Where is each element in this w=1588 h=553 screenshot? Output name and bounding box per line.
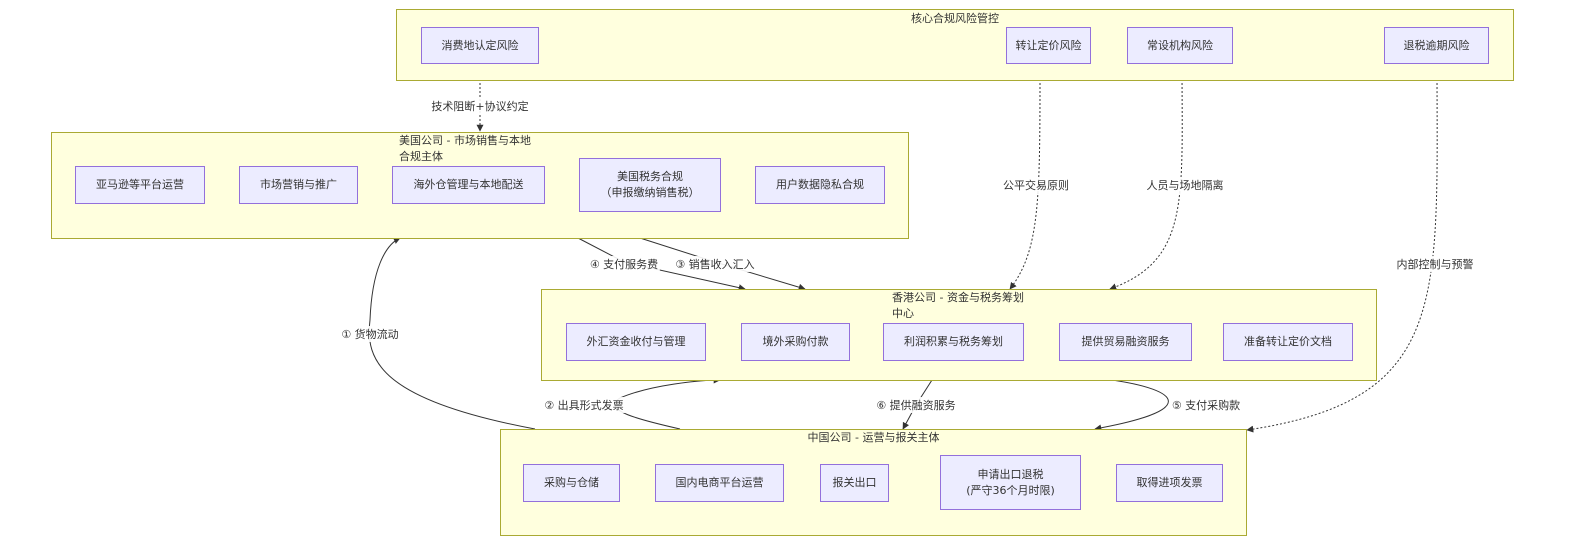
node-us-tax[interactable]: 美国税务合规 （申报缴纳销售税） bbox=[579, 158, 721, 212]
edge-2 bbox=[614, 376, 721, 430]
node-input-invoice[interactable]: 取得进项发票 bbox=[1116, 464, 1223, 502]
edge-label-separation: 人员与场地隔离 bbox=[1144, 177, 1226, 193]
edge-label-3: ③ 销售收入汇入 bbox=[673, 256, 757, 272]
node-marketing[interactable]: 市场营销与推广 bbox=[239, 166, 358, 204]
cluster-title: 核心合规风险管控 bbox=[911, 12, 999, 25]
node-procurement[interactable]: 采购与仓储 bbox=[523, 464, 620, 502]
node-amazon[interactable]: 亚马逊等平台运营 bbox=[75, 166, 205, 204]
node-pe-risk[interactable]: 常设机构风险 bbox=[1127, 27, 1233, 64]
node-privacy[interactable]: 用户数据隐私合规 bbox=[755, 166, 885, 204]
cluster-core-risk: 核心合规风险管控 bbox=[396, 9, 1514, 81]
node-export-refund[interactable]: 申请出口退税 (严守36个月时限) bbox=[940, 455, 1081, 510]
node-overseas-payment[interactable]: 境外采购付款 bbox=[741, 323, 850, 361]
edge-label-internal-control: 内部控制与预警 bbox=[1394, 256, 1476, 272]
edge-label-5: ⑤ 支付采购款 bbox=[1169, 397, 1243, 413]
edge-internal-control bbox=[1246, 62, 1438, 433]
node-consumption-risk[interactable]: 消费地认定风险 bbox=[421, 27, 539, 64]
edge-5 bbox=[1094, 379, 1169, 432]
edge-label-6: ⑥ 提供融资服务 bbox=[874, 397, 958, 413]
node-customs-export[interactable]: 报关出口 bbox=[820, 464, 889, 502]
node-transfer-pricing-risk[interactable]: 转让定价风险 bbox=[1006, 27, 1091, 64]
edge-label-tech-block: 技术阻断+协议约定 bbox=[429, 98, 531, 114]
edge-label-4: ④ 支付服务费 bbox=[587, 256, 661, 272]
edge-separation bbox=[1109, 62, 1183, 291]
cluster-title: 中国公司 - 运营与报关主体 bbox=[807, 431, 940, 444]
edge-label-2: ② 出具形式发票 bbox=[542, 397, 626, 413]
cluster-title: 美国公司 - 市场销售与本地 合规主体 bbox=[399, 134, 531, 163]
edge-arms-length bbox=[1009, 62, 1041, 290]
edge-label-1: ① 货物流动 bbox=[339, 326, 401, 342]
node-warehouse[interactable]: 海外仓管理与本地配送 bbox=[392, 166, 545, 204]
node-profit-planning[interactable]: 利润积累与税务筹划 bbox=[883, 323, 1024, 361]
edge-label-arms-length: 公平交易原则 bbox=[1001, 177, 1071, 193]
node-trade-finance[interactable]: 提供贸易融资服务 bbox=[1059, 323, 1192, 361]
node-tp-docs[interactable]: 准备转让定价文档 bbox=[1223, 323, 1353, 361]
cluster-title: 香港公司 - 资金与税务筹划 中心 bbox=[892, 291, 1024, 320]
node-forex[interactable]: 外汇资金收付与管理 bbox=[566, 323, 706, 361]
node-refund-risk[interactable]: 退税逾期风险 bbox=[1384, 27, 1489, 64]
node-domestic-ecommerce[interactable]: 国内电商平台运营 bbox=[655, 464, 784, 502]
